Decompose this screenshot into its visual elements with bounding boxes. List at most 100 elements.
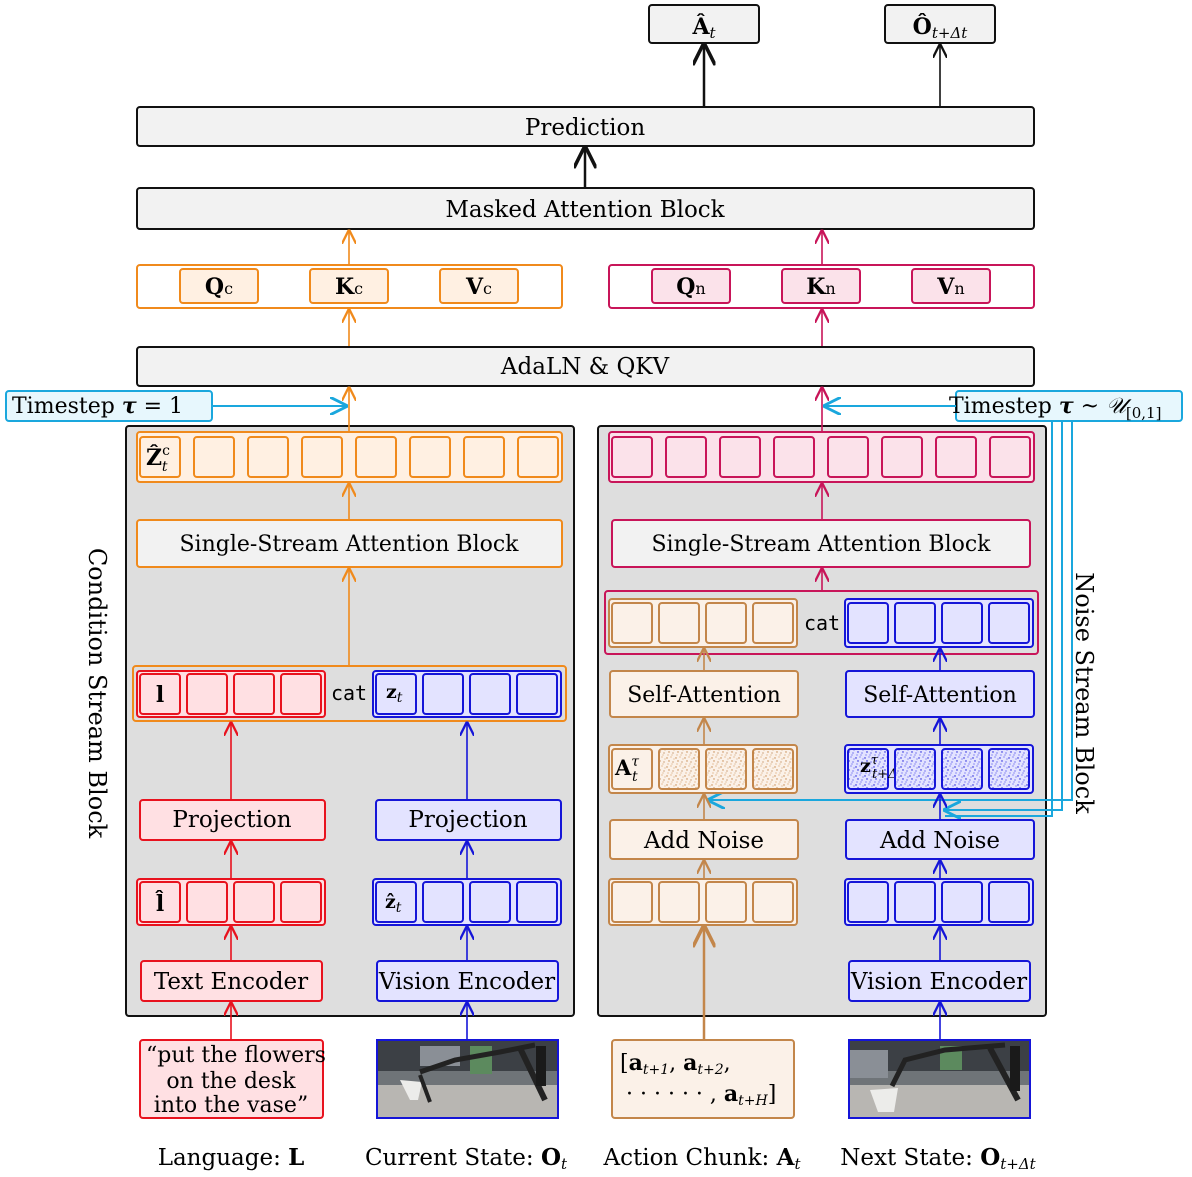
adaln-qkv-label: AdaLN & QKV bbox=[500, 354, 670, 380]
lang-projection-label: Projection bbox=[172, 807, 291, 833]
vision-projection-block bbox=[375, 799, 562, 841]
token bbox=[422, 673, 464, 715]
token bbox=[409, 436, 451, 478]
text-encoder-block bbox=[140, 960, 323, 1002]
token bbox=[773, 436, 815, 478]
cond-vision-encoder-label: Vision Encoder bbox=[378, 969, 555, 995]
action-self-attention-label: Self-Attention bbox=[627, 683, 781, 708]
token bbox=[827, 436, 869, 478]
token bbox=[233, 881, 275, 923]
token bbox=[611, 748, 653, 790]
a-tau-token-group bbox=[608, 744, 798, 794]
token bbox=[894, 881, 936, 923]
token bbox=[422, 881, 464, 923]
token bbox=[233, 673, 275, 715]
noise-vision-encoder-block bbox=[848, 960, 1031, 1002]
cond-single-stream-block bbox=[136, 519, 563, 568]
token bbox=[516, 673, 558, 715]
action-input-line-2: · · · · · · , at+H] bbox=[626, 1081, 776, 1109]
lhat-label: l̂ bbox=[155, 891, 164, 917]
vision-projection-label: Projection bbox=[408, 807, 527, 833]
token bbox=[658, 602, 700, 644]
token bbox=[139, 436, 181, 478]
obs-add-noise-block bbox=[845, 819, 1035, 860]
token bbox=[988, 881, 1030, 923]
token bbox=[894, 748, 936, 790]
token bbox=[658, 881, 700, 923]
token bbox=[752, 602, 794, 644]
language-line-1: “put the flowers bbox=[146, 1043, 326, 1068]
current-state-image bbox=[376, 1039, 559, 1119]
obs-self-attention-label: Self-Attention bbox=[863, 683, 1017, 708]
cond-k-label: Kc bbox=[335, 274, 363, 300]
noise-single-stream-label: Single-Stream Attention Block bbox=[651, 532, 991, 557]
token bbox=[611, 602, 653, 644]
token bbox=[280, 881, 322, 923]
cond-output-tokens bbox=[136, 431, 563, 483]
noise-stream-label: Noise Stream Block bbox=[1070, 572, 1098, 814]
token bbox=[280, 673, 322, 715]
cond-timestep-label: Timestep τ = 1 bbox=[12, 393, 183, 419]
lang-projection-block bbox=[139, 799, 326, 841]
token bbox=[139, 673, 181, 715]
token bbox=[375, 881, 417, 923]
action-noisy-group bbox=[608, 598, 798, 648]
l-label: l bbox=[156, 682, 164, 708]
noise-output-tokens bbox=[608, 431, 1035, 483]
token bbox=[611, 436, 653, 478]
noise-cat-label: cat bbox=[804, 611, 840, 635]
token bbox=[988, 748, 1030, 790]
timestep-wire-outer bbox=[709, 421, 1073, 800]
token bbox=[941, 881, 983, 923]
condition-stream-label: Condition Stream Block bbox=[83, 548, 111, 839]
cond-cat-label: cat bbox=[331, 681, 367, 705]
token bbox=[847, 881, 889, 923]
token bbox=[847, 748, 889, 790]
obs-self-attention-block bbox=[845, 670, 1035, 718]
vision-token-group bbox=[372, 670, 562, 718]
noise-k-label: Kn bbox=[806, 274, 835, 300]
zhat-token-group bbox=[372, 878, 562, 926]
token bbox=[355, 436, 397, 478]
language-line-2: on the desk bbox=[166, 1069, 296, 1094]
cond-q-label: Qc bbox=[205, 274, 233, 300]
obs-output-label: Ôt+Δt bbox=[913, 13, 969, 42]
token bbox=[193, 436, 235, 478]
token bbox=[988, 602, 1030, 644]
obs-output-box bbox=[884, 4, 996, 44]
z-tau-token-group bbox=[844, 744, 1034, 794]
noise-v-token bbox=[911, 268, 991, 304]
action-add-noise-block bbox=[609, 819, 799, 860]
next-state-image bbox=[848, 1039, 1031, 1119]
language-token-group bbox=[136, 670, 326, 718]
obs-noisy-group bbox=[844, 598, 1034, 648]
token bbox=[752, 881, 794, 923]
token bbox=[375, 673, 417, 715]
noise-q-token bbox=[651, 268, 731, 304]
cond-v-token bbox=[439, 268, 519, 304]
token bbox=[847, 602, 889, 644]
noise-timestep-label: Timestep τ ~ 𝒰[0,1] bbox=[949, 393, 1161, 422]
token bbox=[705, 748, 747, 790]
token bbox=[752, 748, 794, 790]
token bbox=[186, 673, 228, 715]
cond-v-label: Vc bbox=[465, 274, 492, 300]
token bbox=[941, 602, 983, 644]
noise-single-stream-block bbox=[611, 519, 1031, 568]
token bbox=[469, 673, 511, 715]
noise-q-label: Qn bbox=[676, 274, 705, 300]
timestep-wire-inner bbox=[945, 421, 1053, 817]
token bbox=[894, 602, 936, 644]
prediction-label: Prediction bbox=[525, 115, 645, 141]
action-self-attention-block bbox=[609, 670, 799, 718]
cond-single-stream-label: Single-Stream Attention Block bbox=[179, 532, 519, 557]
action-add-noise-label: Add Noise bbox=[643, 828, 764, 854]
timestep-wire-mid bbox=[945, 421, 1063, 810]
action-input-line-1: [at+1, at+2, bbox=[620, 1050, 731, 1078]
token bbox=[705, 881, 747, 923]
token bbox=[989, 436, 1031, 478]
noise-v-label: Vn bbox=[936, 274, 964, 300]
